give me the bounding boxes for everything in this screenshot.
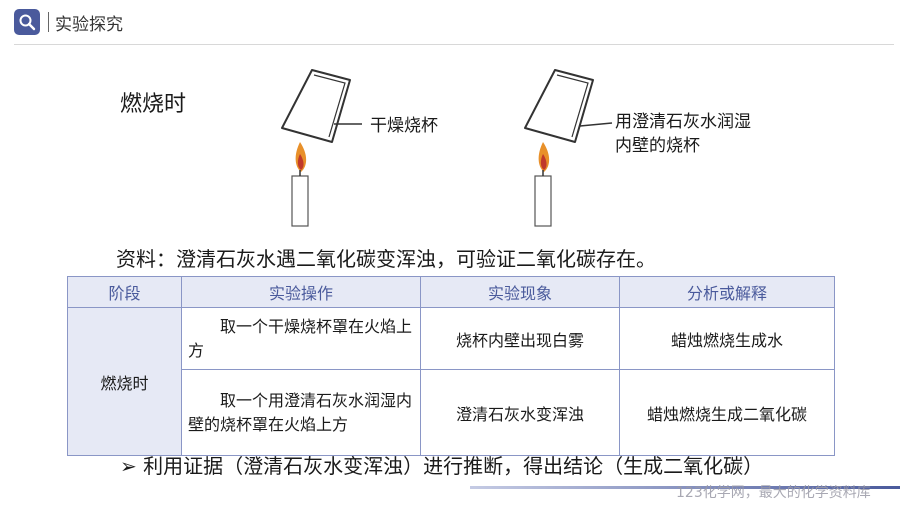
- candle-icon: [534, 142, 552, 227]
- stage-cell: 燃烧时: [67, 307, 182, 456]
- right-label-pointer: [580, 122, 613, 127]
- limewater-beaker-label: 用澄清石灰水润湿 内壁的烧杯: [615, 110, 751, 158]
- limewater-beaker-icon: [524, 69, 594, 143]
- header-underline: [14, 44, 894, 45]
- operation-cell: 取一个用澄清石灰水润湿内壁的烧杯罩在火焰上方: [181, 369, 421, 456]
- left-label-pointer: [334, 123, 362, 125]
- candle-icon: [291, 142, 309, 227]
- table-row: 取一个用澄清石灰水润湿内壁的烧杯罩在火焰上方 澄清石灰水变浑浊 蜡烛燃烧生成二氧…: [68, 369, 835, 456]
- conclusion-text: ➢ 利用证据（澄清石灰水变浑浊）进行推断，得出结论（生成二氧化碳）: [120, 454, 764, 478]
- column-header: 分析或解释: [619, 276, 835, 308]
- left-apparatus: [281, 69, 351, 227]
- table-header-row: 阶段 实验操作 实验现象 分析或解释: [67, 276, 835, 308]
- column-header: 阶段: [67, 276, 182, 308]
- reference-note: 资料：澄清石灰水遇二氧化碳变浑浊，可验证二氧化碳存在。: [116, 247, 656, 271]
- phenomenon-cell: 澄清石灰水变浑浊: [420, 369, 620, 456]
- header-divider: [48, 12, 49, 32]
- experiment-table: 阶段 实验操作 实验现象 分析或解释 燃烧时 取一个干燥烧杯罩在火焰上方 烧杯内…: [67, 276, 835, 456]
- explanation-cell: 蜡烛燃烧生成水: [619, 307, 835, 370]
- limewater-beaker-label-line1: 用澄清石灰水润湿: [615, 112, 751, 132]
- phenomenon-cell: 烧杯内壁出现白雾: [420, 307, 620, 370]
- watermark-text: 123化学网，最大的化学资料库: [676, 485, 871, 501]
- limewater-beaker-label-line2: 内壁的烧杯: [615, 136, 700, 156]
- search-icon[interactable]: [14, 9, 40, 35]
- operation-cell: 取一个干燥烧杯罩在火焰上方: [181, 307, 421, 370]
- table-row: 燃烧时 取一个干燥烧杯罩在火焰上方 烧杯内壁出现白雾 蜡烛燃烧生成水: [67, 307, 835, 456]
- column-header: 实验现象: [420, 276, 620, 308]
- footer-divider: [470, 486, 900, 489]
- dry-beaker-icon: [281, 69, 351, 143]
- explanation-cell: 蜡烛燃烧生成二氧化碳: [619, 369, 835, 456]
- column-header: 实验操作: [181, 276, 421, 308]
- dry-beaker-label: 干燥烧杯: [370, 116, 438, 136]
- right-apparatus: [524, 69, 594, 227]
- header-bar: 实验探究: [0, 0, 900, 44]
- page-title: 实验探究: [55, 15, 123, 35]
- burn-label: 燃烧时: [120, 92, 187, 117]
